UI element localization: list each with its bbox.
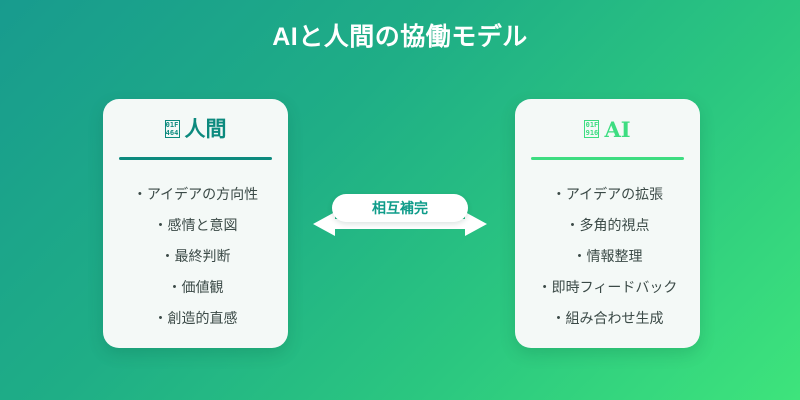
card-human-list: ・アイデアの方向性 ・感情と意図 ・最終判断 ・価値観 ・創造的直感 [103,179,288,334]
list-item: ・即時フィードバック [537,279,678,295]
card-human-title: 人間 [184,118,227,141]
page-title: AIと人間の協働モデル [272,23,528,51]
list-item: ・アイデアの方向性 [132,186,259,202]
list-item: ・感情と意図 [153,217,238,233]
list-item: ・アイデアの拡張 [551,186,664,202]
card-ai-title: AI [604,117,631,142]
icon-codepoint-bottom: 916 [585,129,599,137]
card-ai-header: 01F 916 AI [515,117,700,143]
card-ai-list: ・アイデアの拡張 ・多角的視点 ・情報整理 ・即時フィードバック ・組み合わせ生… [515,179,700,334]
card-human-header: 01F 464 人間 [103,117,288,143]
icon-codepoint-top: 01F [165,121,179,129]
list-item: ・創造的直感 [153,310,238,326]
icon-codepoint-bottom: 464 [165,129,179,137]
status-badge: 相互補完 [332,194,468,222]
double-headed-arrow [313,212,487,236]
card-human-divider [119,157,272,160]
list-item: ・多角的視点 [565,217,650,233]
list-item: ・最終判断 [160,248,231,264]
connector-group: 相互補完 [300,186,500,250]
card-ai-divider [531,157,684,160]
card-ai: 01F 916 AI ・アイデアの拡張 ・多角的視点 ・情報整理 ・即時フィード… [515,99,700,348]
card-human: 01F 464 人間 ・アイデアの方向性 ・感情と意図 ・最終判断 ・価値観 ・… [103,99,288,348]
list-item: ・情報整理 [572,248,643,264]
icon-codepoint-top: 01F [585,121,599,129]
bust-in-silhouette-icon: 01F 464 [164,120,180,138]
list-item: ・組み合わせ生成 [551,310,664,326]
robot-face-icon: 01F 916 [584,120,600,138]
list-item: ・価値観 [167,279,224,295]
